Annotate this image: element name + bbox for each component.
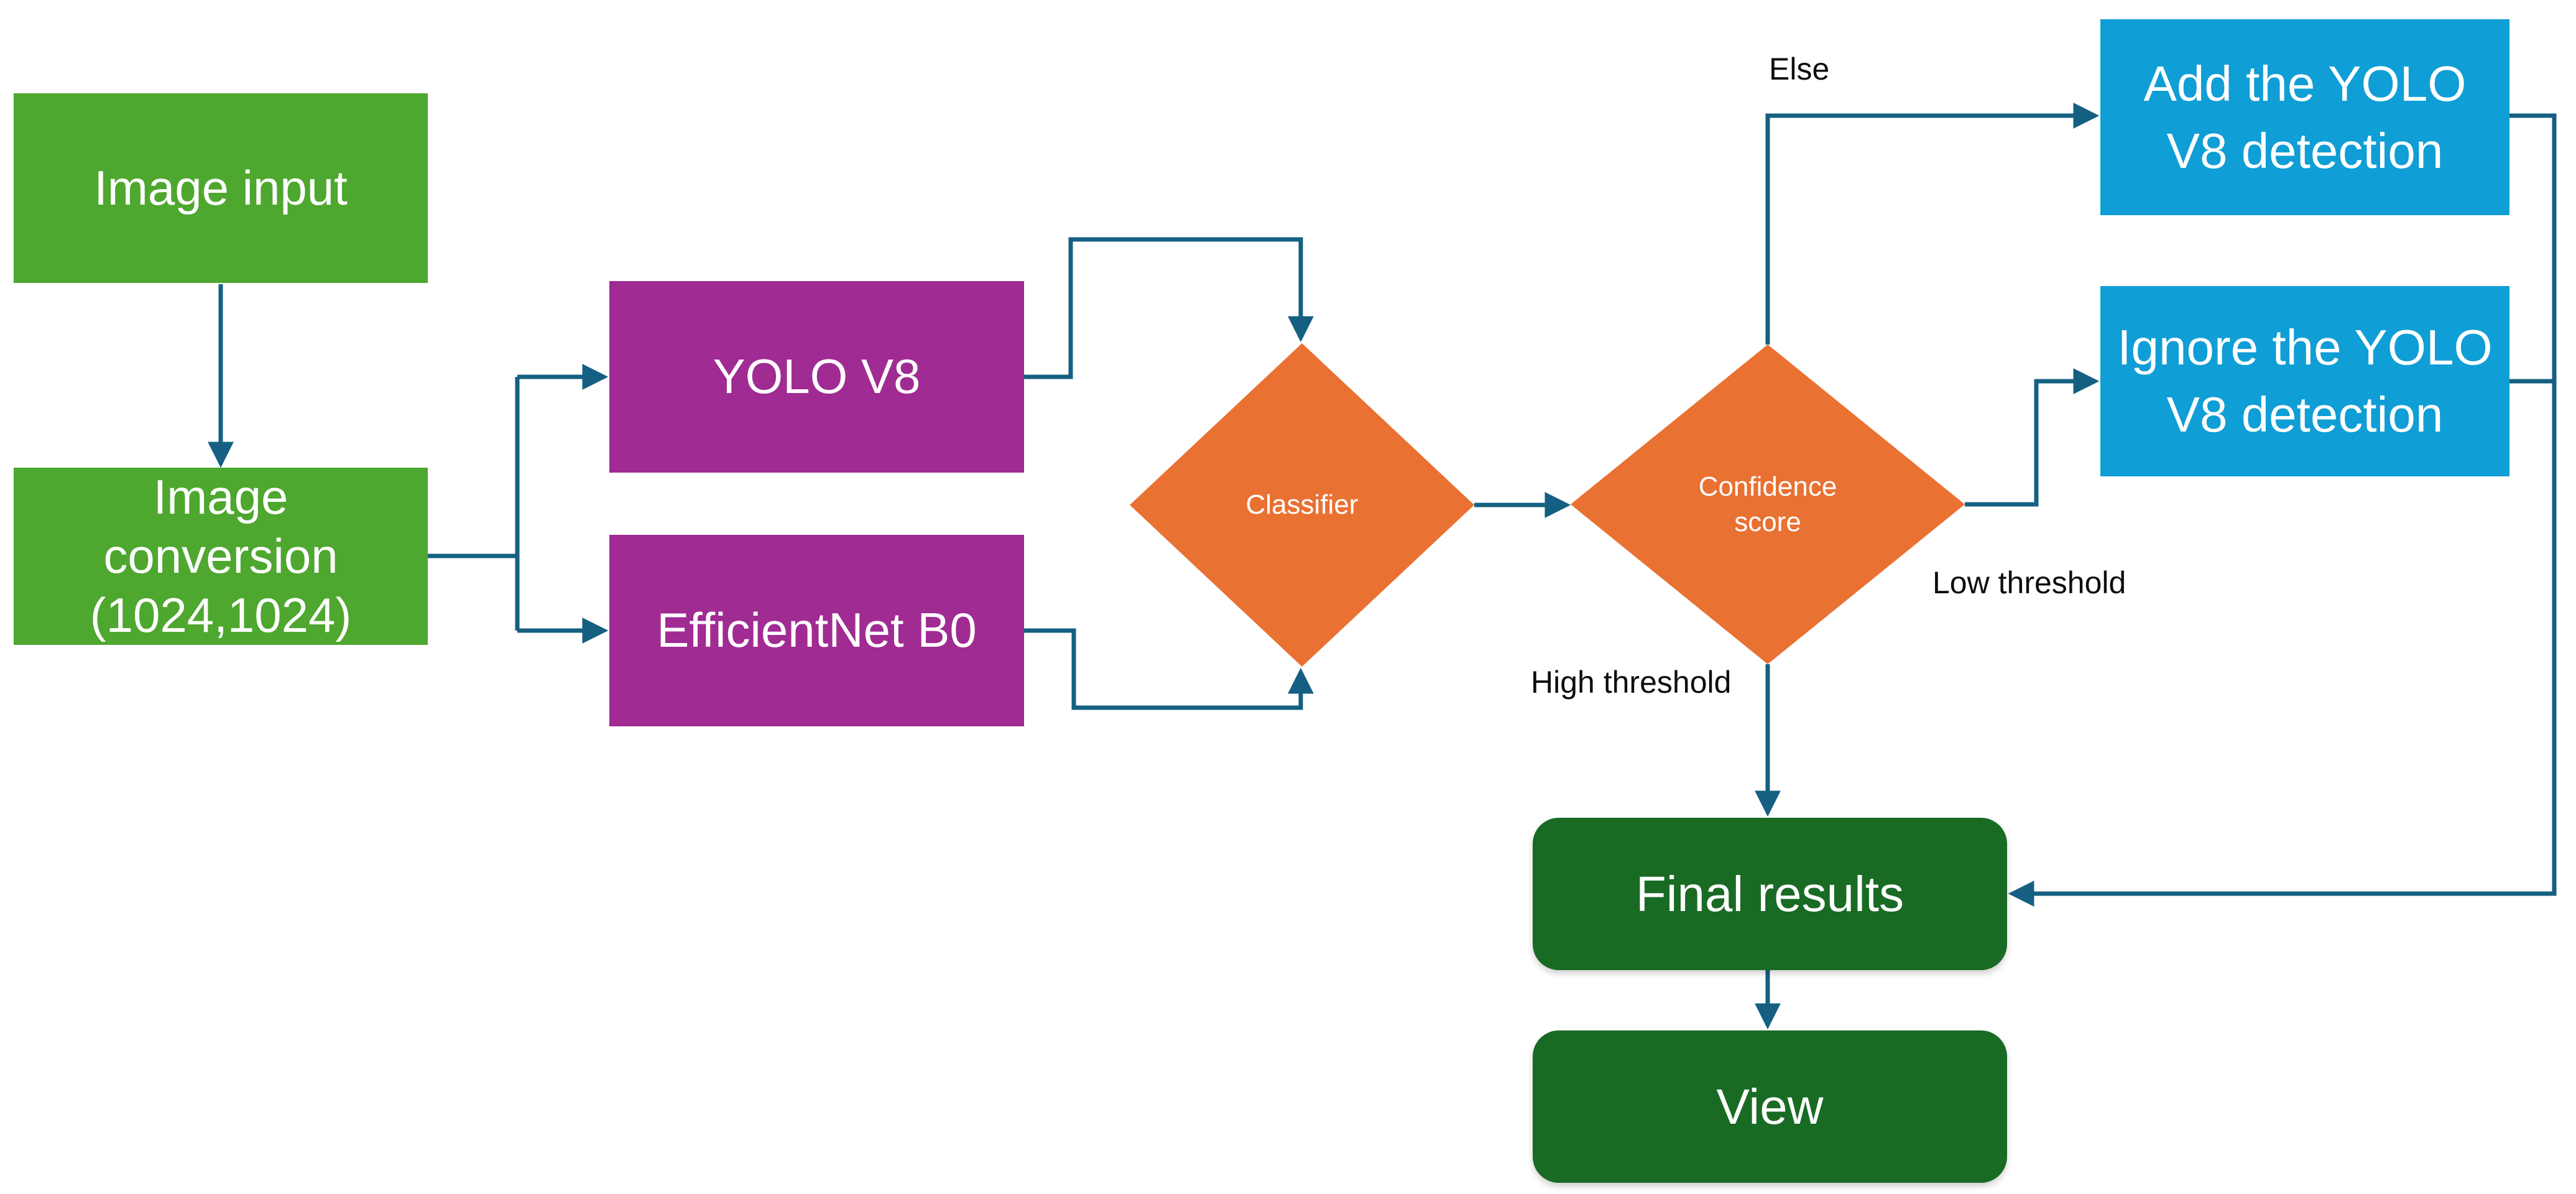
node-yolo-v8: YOLO V8 <box>609 281 1024 473</box>
node-view: View <box>1533 1030 2007 1183</box>
edge-yolo-to-classifier <box>1024 237 1314 379</box>
edge-confidence-to-add <box>1765 103 2100 345</box>
decision-classifier-label: Classifier <box>1147 461 1457 548</box>
edge-label-high-threshold: High threshold <box>1531 665 1732 700</box>
node-ignore-detection-label: Ignore the YOLO V8 detection <box>2117 320 2493 442</box>
edge-confidence-to-ignore <box>1965 368 2100 507</box>
confidence-label-text: Confidence score <box>1698 471 1837 537</box>
decision-confidence-shape <box>1571 345 1965 664</box>
node-image-conversion: Image conversion (1024,1024) <box>14 468 428 645</box>
classifier-label-text: Classifier <box>1245 489 1359 521</box>
node-final-results-label: Final results <box>1635 866 1904 922</box>
node-ignore-detection: Ignore the YOLO V8 detection <box>2100 286 2509 476</box>
node-final-results: Final results <box>1533 818 2007 970</box>
edge-label-low-threshold: Low threshold <box>1932 565 2126 600</box>
edge-label-else: Else <box>1769 52 1830 86</box>
node-view-label: View <box>1716 1078 1824 1134</box>
decision-confidence-label: Confidence score <box>1687 436 1849 573</box>
node-efficientnet-b0: EfficientNet B0 <box>609 535 1024 726</box>
node-add-detection: Add the YOLO V8 detection <box>2100 19 2509 215</box>
node-add-detection-label: Add the YOLO V8 detection <box>2143 55 2467 178</box>
node-image-input: Image input <box>14 93 428 283</box>
node-image-input-label: Image input <box>94 160 348 215</box>
edge-efficientnet-to-classifier <box>1024 628 1314 710</box>
node-image-conversion-label: Image conversion (1024,1024) <box>90 469 352 643</box>
node-efficientnet-b0-label: EfficientNet B0 <box>657 603 977 658</box>
edge-add-to-final <box>2008 113 2557 907</box>
node-yolo-v8-label: YOLO V8 <box>713 349 921 404</box>
decision-classifier-shape <box>1130 343 1474 667</box>
